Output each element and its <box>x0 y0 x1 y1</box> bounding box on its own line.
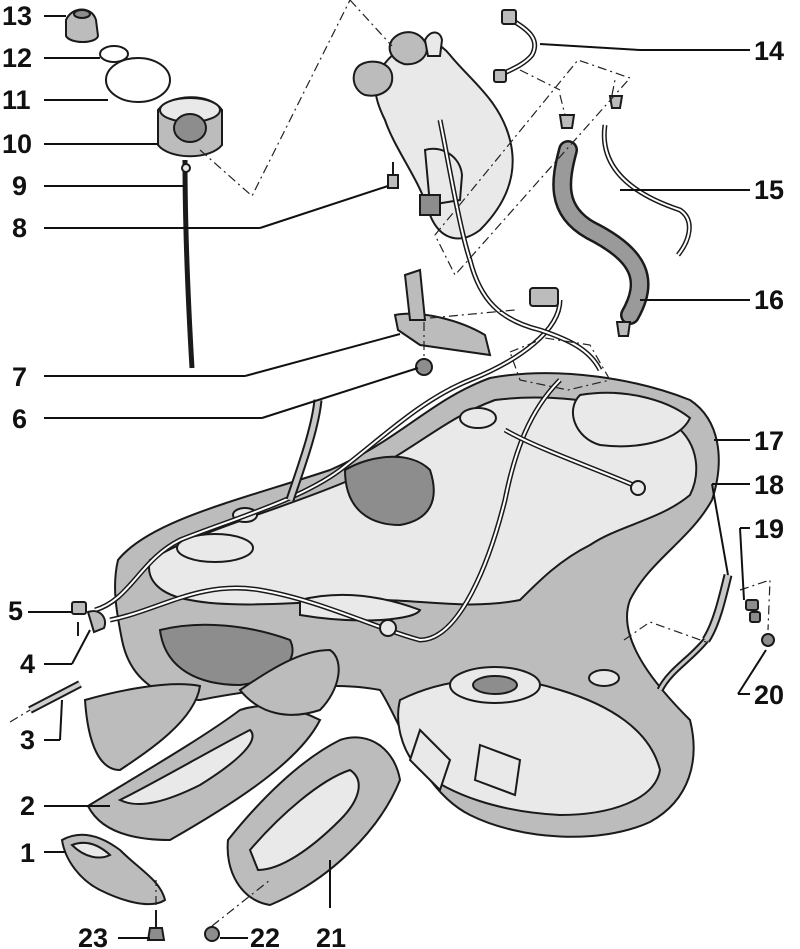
underbody-trims <box>60 648 402 907</box>
callout-3: 3 <box>20 725 35 755</box>
callout-18: 18 <box>754 470 784 500</box>
callout-2: 2 <box>20 791 35 821</box>
callout-9: 9 <box>12 171 27 201</box>
callout-19: 19 <box>754 514 784 544</box>
callout-1: 1 <box>20 838 35 868</box>
callout-6: 6 <box>12 404 27 434</box>
callout-leaders <box>28 15 767 939</box>
callout-21: 21 <box>316 923 346 949</box>
callout-11: 11 <box>2 85 31 115</box>
callout-5: 5 <box>8 596 23 626</box>
callout-23: 23 <box>78 923 108 949</box>
callout-4: 4 <box>20 649 35 679</box>
callout-labels: 13 12 11 10 9 8 7 6 5 4 3 2 1 23 22 21 1… <box>2 1 784 949</box>
callout-8: 8 <box>12 213 27 243</box>
fuel-tank <box>114 372 720 838</box>
callout-22: 22 <box>250 923 280 949</box>
callout-10: 10 <box>2 129 32 159</box>
sender-unit-parts <box>65 8 223 369</box>
callout-12: 12 <box>2 43 32 73</box>
callout-13: 13 <box>2 1 32 31</box>
small-parts <box>28 9 775 942</box>
callout-17: 17 <box>754 426 784 456</box>
callout-7: 7 <box>12 362 27 392</box>
callout-15: 15 <box>754 175 784 205</box>
assembly-guide-lines <box>9 0 771 927</box>
callout-20: 20 <box>754 680 784 710</box>
callout-16: 16 <box>754 285 784 315</box>
fuel-lines <box>94 299 646 643</box>
callout-14: 14 <box>754 36 784 66</box>
filler-neck-assembly <box>352 31 603 372</box>
